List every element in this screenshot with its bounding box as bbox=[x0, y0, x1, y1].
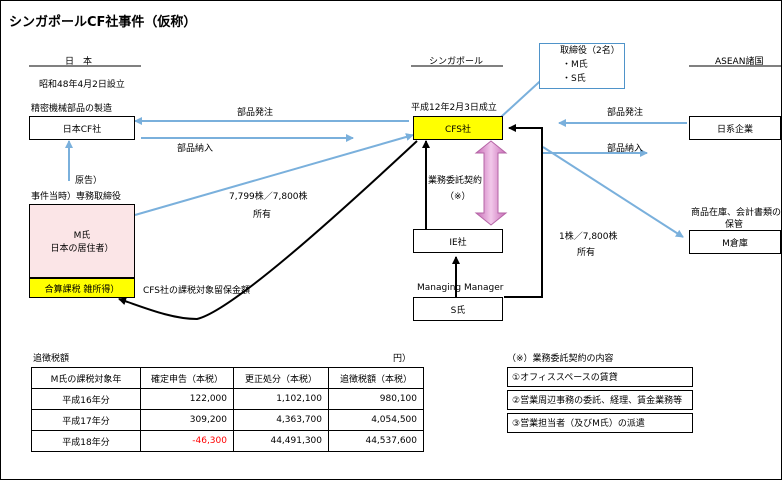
shares-m-arrow bbox=[134, 133, 414, 216]
director-item: ・M氏 bbox=[562, 60, 588, 70]
order-left-label: 部品発注 bbox=[237, 108, 274, 118]
page-title: シンガポールCF社事件（仮称） bbox=[9, 15, 197, 30]
tax-table-unit: 円） bbox=[393, 354, 412, 364]
contract-note-mark: （※） bbox=[445, 192, 471, 202]
s-person-box: S氏 bbox=[413, 297, 503, 321]
japan-cf-label: 日本CF社 bbox=[62, 124, 102, 135]
table-header-row: M氏の課税対象年 確定申告（本税） 更正処分（本税） 追徴税額（本税） bbox=[31, 367, 424, 389]
retained-income-curve bbox=[118, 140, 418, 321]
tax-table-caption: 追徴税額 bbox=[33, 354, 70, 364]
table-cell: 1,102,100 bbox=[233, 388, 329, 410]
cfs-established: 平成12年2月3日成立 bbox=[411, 103, 497, 113]
table-header: M氏の課税対象年 bbox=[31, 367, 141, 389]
contract-label: 業務委託契約 bbox=[428, 176, 483, 186]
contract-item: ①オフィススペースの賃貸 bbox=[507, 367, 693, 387]
shares-m-owned-label: 所有 bbox=[253, 210, 272, 220]
table-header: 確定申告（本税） bbox=[140, 367, 234, 389]
singapore-header: シンガポール bbox=[429, 57, 484, 67]
contract-item: ②営業周辺事務の委託、経理、賃金業務等 bbox=[507, 390, 693, 410]
table-cell-negative: -46,300 bbox=[140, 430, 234, 452]
shares-s-label: 1株／7,800株 bbox=[559, 232, 618, 242]
m-tax-box: 合算課税 雑所得） bbox=[29, 278, 135, 298]
table-row: 平成17年分 309,200 4,363,700 4,054,500 bbox=[31, 409, 424, 431]
plaintiff-label: 原告） bbox=[75, 176, 103, 186]
table-row: 平成18年分 -46,300 44,491,300 44,537,600 bbox=[31, 430, 424, 452]
contract-details-title: （※）業務委託契約の内容 bbox=[507, 354, 614, 364]
delivery-right-label: 部品納入 bbox=[607, 144, 644, 154]
table-cell: 44,537,600 bbox=[328, 430, 424, 452]
table-header: 追徴税額（本税） bbox=[328, 367, 424, 389]
s-person-label: S氏 bbox=[450, 305, 466, 316]
japanese-company-box: 日系企業 bbox=[689, 116, 781, 140]
shares-m-label: 7,799株／7,800株 bbox=[229, 192, 308, 202]
table-cell: 980,100 bbox=[328, 388, 424, 410]
s-to-cfs-arrow bbox=[504, 124, 543, 298]
directors-title: 取締役（2名） bbox=[560, 46, 620, 56]
japanese-company-label: 日系企業 bbox=[716, 124, 753, 135]
m-tax-label: 合算課税 雑所得） bbox=[44, 284, 120, 295]
japan-cf-box: 日本CF社 bbox=[29, 116, 135, 140]
japan-established: 昭和48年4月2日設立 bbox=[39, 80, 125, 90]
table-cell: 122,000 bbox=[140, 388, 234, 410]
tax-table: M氏の課税対象年 確定申告（本税） 更正処分（本税） 追徴税額（本税） 平成16… bbox=[31, 367, 424, 452]
m-person-box: M氏 日本の居住者） bbox=[29, 204, 135, 278]
table-cell: 4,054,500 bbox=[328, 409, 424, 431]
table-cell: 4,363,700 bbox=[233, 409, 329, 431]
table-cell: 309,200 bbox=[140, 409, 234, 431]
table-row: 平成16年分 122,000 1,102,100 980,100 bbox=[31, 388, 424, 410]
order-right-label: 部品発注 bbox=[607, 108, 644, 118]
japan-header: 日 本 bbox=[65, 57, 93, 67]
table-cell: 平成18年分 bbox=[31, 430, 141, 452]
directors-note: 取締役（2名） ・M氏 ・S氏 bbox=[539, 43, 625, 89]
managing-manager-label: Managing Manager bbox=[417, 283, 504, 293]
director-item: ・S氏 bbox=[562, 74, 586, 84]
table-header: 更正処分（本税） bbox=[233, 367, 329, 389]
shares-s-arrow bbox=[542, 146, 684, 238]
shares-s-owned-label: 所有 bbox=[577, 248, 596, 258]
ie-box: IE社 bbox=[413, 229, 503, 253]
retained-label: CFS社の課税対象留保金額 bbox=[143, 286, 251, 296]
table-cell: 平成17年分 bbox=[31, 409, 141, 431]
cfs-box: CFS社 bbox=[413, 116, 503, 140]
m-warehouse-box: M倉庫 bbox=[689, 230, 781, 254]
role-label: 事件当時）専務取締役 bbox=[31, 192, 122, 202]
delivery-left-label: 部品納入 bbox=[177, 144, 214, 154]
m-warehouse-label: M倉庫 bbox=[722, 238, 748, 249]
table-cell: 平成16年分 bbox=[31, 388, 141, 410]
m-person-residency: 日本の居住者） bbox=[50, 244, 114, 254]
asean-header: ASEAN諸国 bbox=[715, 57, 764, 67]
storage-label-2: 保管 bbox=[725, 220, 744, 230]
storage-label: 商品在庫、会計書類の bbox=[691, 208, 782, 218]
m-person-name: M氏 bbox=[73, 231, 91, 241]
cfs-label: CFS社 bbox=[444, 124, 472, 135]
ie-label: IE社 bbox=[449, 237, 467, 248]
table-cell: 44,491,300 bbox=[233, 430, 329, 452]
japan-business: 精密機械部品の製造 bbox=[31, 104, 113, 114]
contract-double-arrow bbox=[474, 140, 508, 226]
contract-item: ③営業担当者（及びM氏）の派遣 bbox=[507, 413, 693, 433]
